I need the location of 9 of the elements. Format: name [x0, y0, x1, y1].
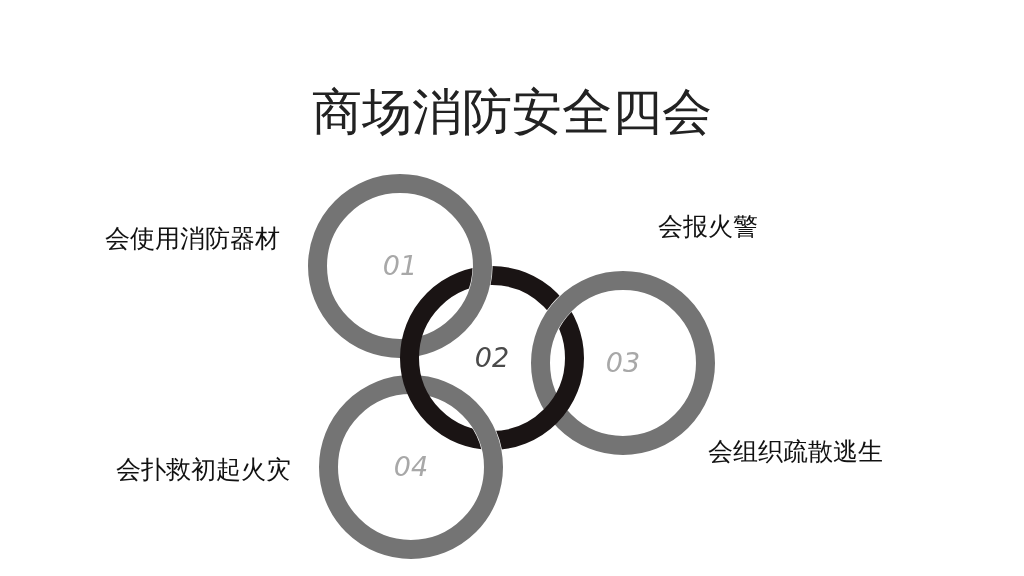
step-number: 04 — [393, 452, 429, 482]
step-number: 03 — [605, 348, 641, 378]
step-number: 02 — [474, 343, 510, 373]
label-text: 会报火警 — [658, 212, 758, 242]
label-text: 会扑救初起火灾 — [116, 455, 291, 485]
label-text: 会组织疏散逃生 — [708, 437, 883, 467]
title: 商场消防安全四会 — [312, 82, 712, 142]
step-number: 01 — [382, 251, 418, 281]
label-text: 会使用消防器材 — [105, 224, 280, 254]
